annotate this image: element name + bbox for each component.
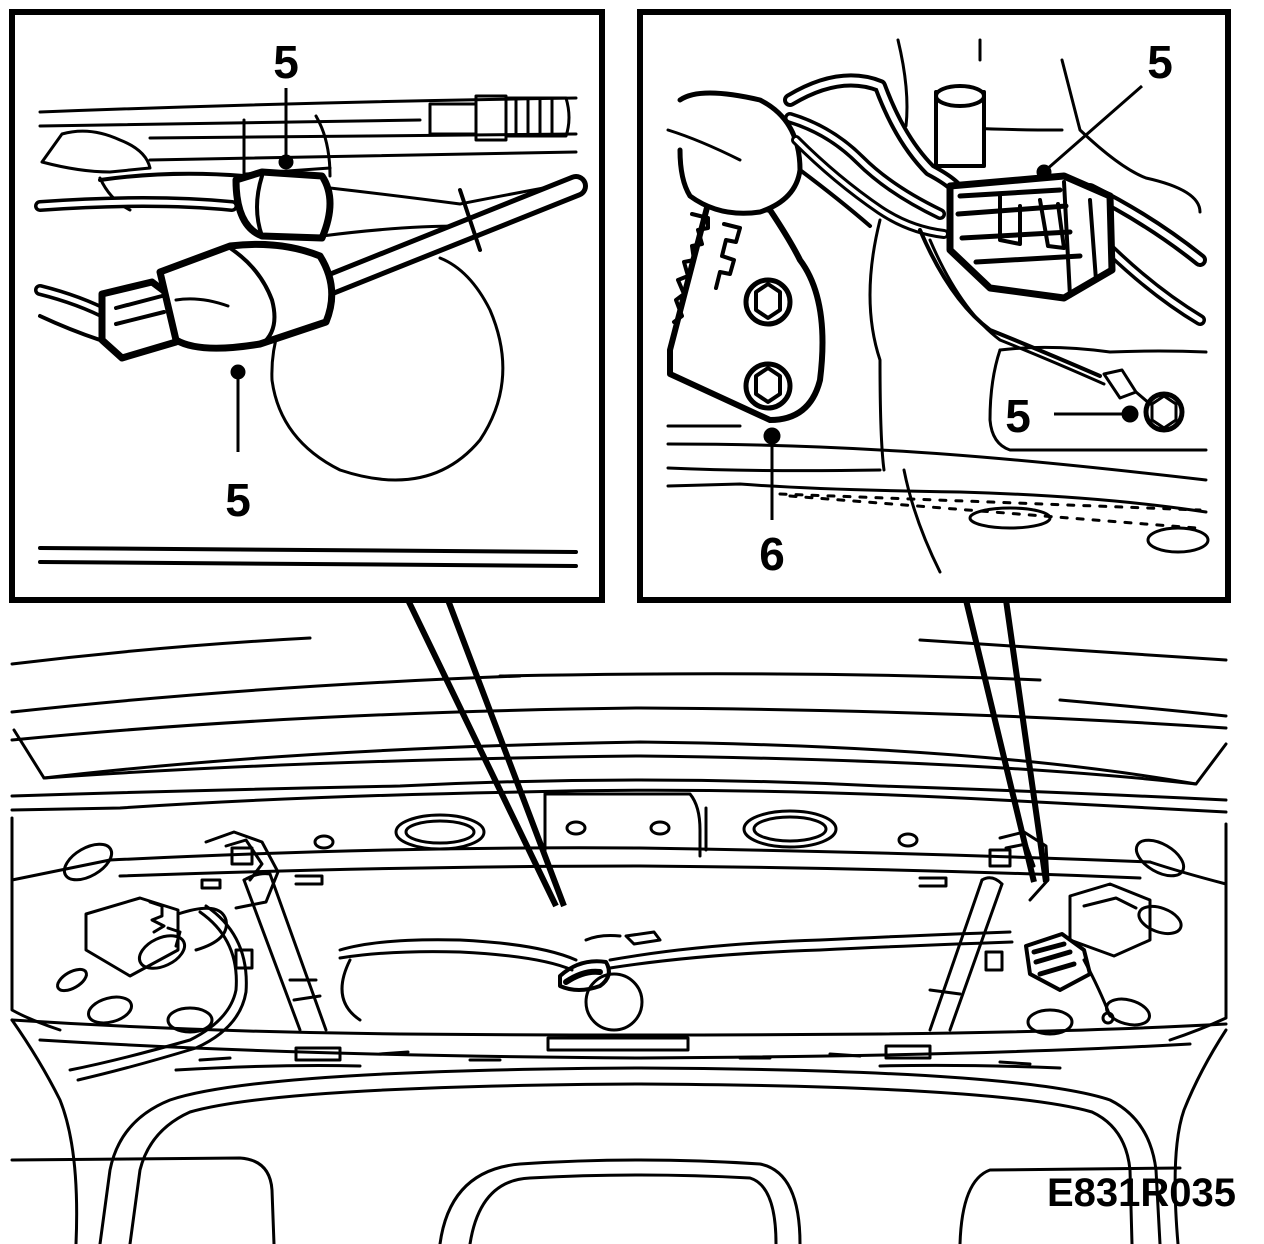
boot-lid-underside-view [10,636,1228,1244]
callout-upper-connector: 5 [273,36,299,88]
right-detail-inset: 5 5 6 [637,9,1231,603]
callout-connector-block: 5 [1147,36,1173,88]
callout-hinge-bolts: 6 [759,528,785,580]
callout-ground-point: 5 [1005,390,1031,442]
left-detail-inset: 5 5 [9,9,605,603]
figure-code: E831R035 [1047,1171,1236,1215]
detail-leader-lines [405,598,1049,908]
right-detail-leader [963,599,1049,883]
callout-lower-connector: 5 [225,474,251,526]
left-detail-leader [405,598,567,908]
